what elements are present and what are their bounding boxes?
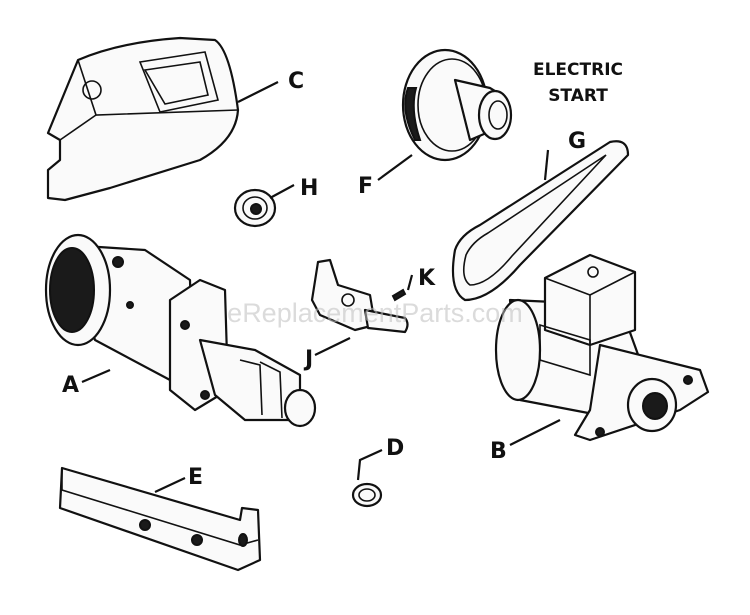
part-a-starter-motor [44,233,317,428]
leader-j [314,337,351,356]
title-line-2: START [548,86,608,106]
leader-k [406,274,414,291]
part-h-small-pulley [233,188,277,228]
watermark: eReplacementParts.com [227,298,523,328]
title-line-1: ELECTRIC [533,60,623,80]
leader-f [377,154,413,181]
part-g-belt [451,140,630,302]
part-c-belt-guard [46,36,240,202]
label-e: E [188,465,203,490]
part-d-washer [351,482,383,508]
part-k-key [391,288,407,302]
label-b: B [490,439,507,464]
leader-c [237,81,279,103]
leader-d [356,448,383,481]
label-a: A [62,373,79,398]
label-f: F [358,174,373,199]
label-c: C [288,69,304,94]
label-d: D [386,436,404,461]
leader-e [154,477,186,493]
label-j: J [303,347,313,372]
part-f-pulley [401,48,513,162]
leader-b [509,419,561,446]
label-h: H [300,176,318,201]
part-b-generator [494,253,710,442]
part-j-solenoid [310,258,409,334]
label-k: K [418,266,436,291]
leader-a [81,368,111,384]
part-e-bracket [58,466,262,572]
leader-g [543,149,550,181]
label-g: G [568,129,586,154]
leader-h [269,184,295,199]
